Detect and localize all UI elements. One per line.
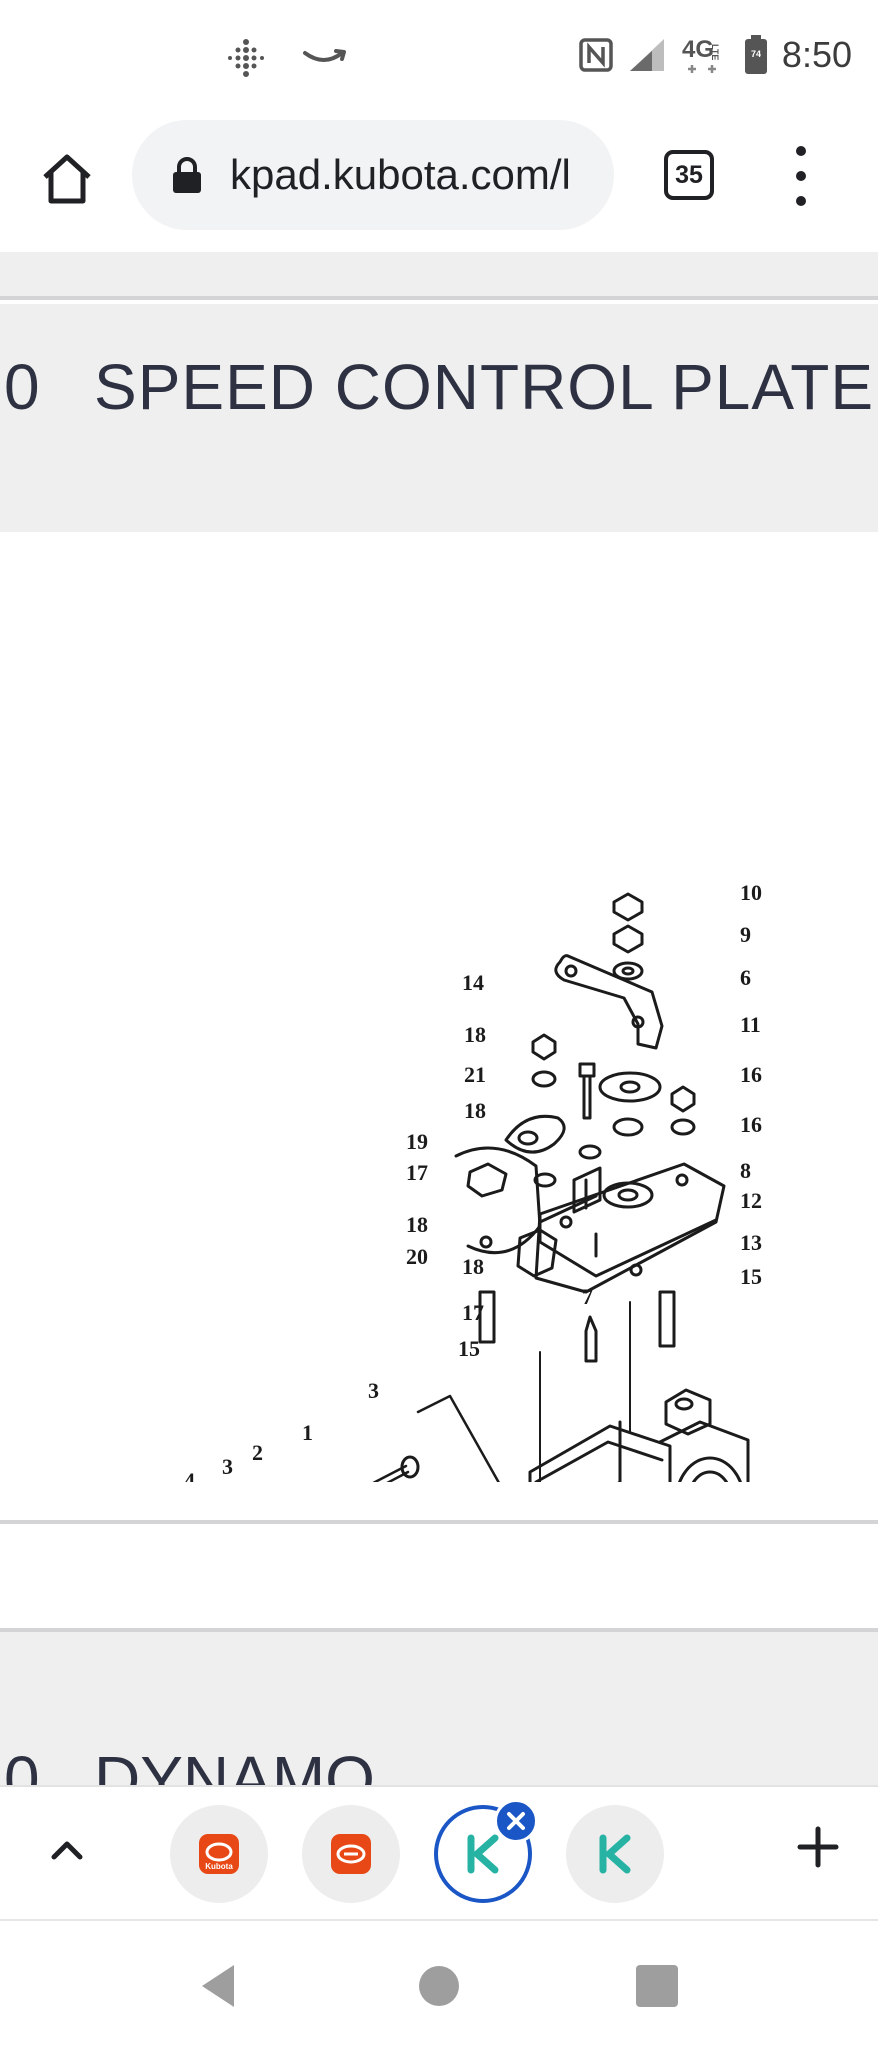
home-button[interactable] [36, 148, 98, 210]
recents-icon[interactable] [632, 1961, 682, 2011]
nfc-icon [579, 38, 613, 72]
part-label: 9 [740, 922, 751, 947]
part-label: 6 [740, 965, 751, 990]
section-title: DYNAMO [94, 1743, 375, 1785]
k-letter-icon [599, 1834, 631, 1874]
section-header [0, 304, 878, 532]
part-label: 17 [462, 1300, 484, 1325]
lock-icon [173, 157, 201, 193]
menu-dots-icon[interactable] [786, 146, 816, 206]
part-label: 4 [184, 1468, 195, 1482]
close-tab-button[interactable] [494, 1799, 538, 1843]
svg-text:Kubota: Kubota [205, 1862, 233, 1871]
part-label: 16 [740, 1062, 762, 1087]
part-label: 15 [458, 1336, 480, 1361]
tab-item-4[interactable] [566, 1805, 664, 1903]
new-tab-button[interactable] [788, 1817, 848, 1877]
part-label: 18 [462, 1254, 484, 1279]
home-icon [43, 154, 91, 204]
kubota-logo-icon: Kubota [199, 1834, 239, 1874]
part-label: 18 [406, 1212, 428, 1237]
part-label: 19 [406, 1129, 428, 1154]
part-label: 3 [368, 1378, 379, 1403]
tab-item-1[interactable]: Kubota [170, 1805, 268, 1903]
part-label: 14 [462, 970, 484, 995]
part-label: 2 [252, 1440, 263, 1465]
divider [0, 1520, 878, 1524]
web-page: 0 SPEED CONTROL PLATE [0, 252, 878, 1785]
part-label: 12 [740, 1188, 762, 1213]
status-bar: 4G LTE 74 8:50 [0, 0, 878, 118]
tab-strip: Kubota [0, 1785, 878, 1919]
part-label: 16 [740, 1112, 762, 1137]
section-number: 0 [4, 1743, 40, 1785]
signal-icon [629, 39, 664, 71]
home-circle-icon[interactable] [414, 1961, 464, 2011]
lte-icon: 4G LTE [682, 36, 720, 73]
section-title: SPEED CONTROL PLATE [94, 351, 875, 423]
svg-text:LTE: LTE [710, 44, 720, 60]
part-label: 18 [464, 1098, 486, 1123]
fitbit-icon [228, 39, 264, 77]
battery-icon: 74 [744, 35, 767, 74]
address-bar[interactable]: kpad.kubota.com/l [132, 120, 614, 230]
chevron-up-icon[interactable] [42, 1825, 92, 1875]
parts-diagram[interactable]: 10 9 6 14 11 18 16 21 18 16 19 8 17 12 1… [0, 582, 878, 1482]
part-label: 15 [740, 1264, 762, 1289]
plus-icon [797, 1826, 839, 1868]
svg-text:74: 74 [751, 49, 761, 59]
svg-text:4G: 4G [682, 36, 714, 63]
part-label: 21 [464, 1062, 486, 1087]
close-icon [507, 1812, 525, 1830]
clock-time: 8:50 [781, 34, 852, 75]
part-label: 11 [740, 1012, 761, 1037]
part-label: 7 [582, 1284, 593, 1309]
part-label: 1 [302, 1420, 313, 1445]
part-label: 3 [222, 1454, 233, 1479]
browser-toolbar: kpad.kubota.com/l 35 [0, 118, 878, 252]
kubota-logo-icon [331, 1834, 371, 1874]
section-header [0, 1632, 878, 1785]
part-label: 10 [740, 880, 762, 905]
part-label: 20 [406, 1244, 428, 1269]
part-label: 17 [406, 1160, 428, 1185]
part-label: 13 [740, 1230, 762, 1255]
system-nav-bar [0, 1919, 878, 2048]
url-text[interactable]: kpad.kubota.com/l [230, 151, 571, 198]
section-number: 0 [4, 351, 41, 423]
tab-item-2[interactable] [302, 1805, 400, 1903]
part-label: 18 [464, 1022, 486, 1047]
amazon-icon [303, 49, 346, 62]
divider [0, 1628, 878, 1632]
section-band [0, 252, 878, 300]
k-letter-icon [467, 1834, 499, 1874]
part-label: 8 [740, 1158, 751, 1183]
tab-switcher-button[interactable]: 35 [664, 150, 714, 200]
back-icon[interactable] [194, 1961, 244, 2011]
